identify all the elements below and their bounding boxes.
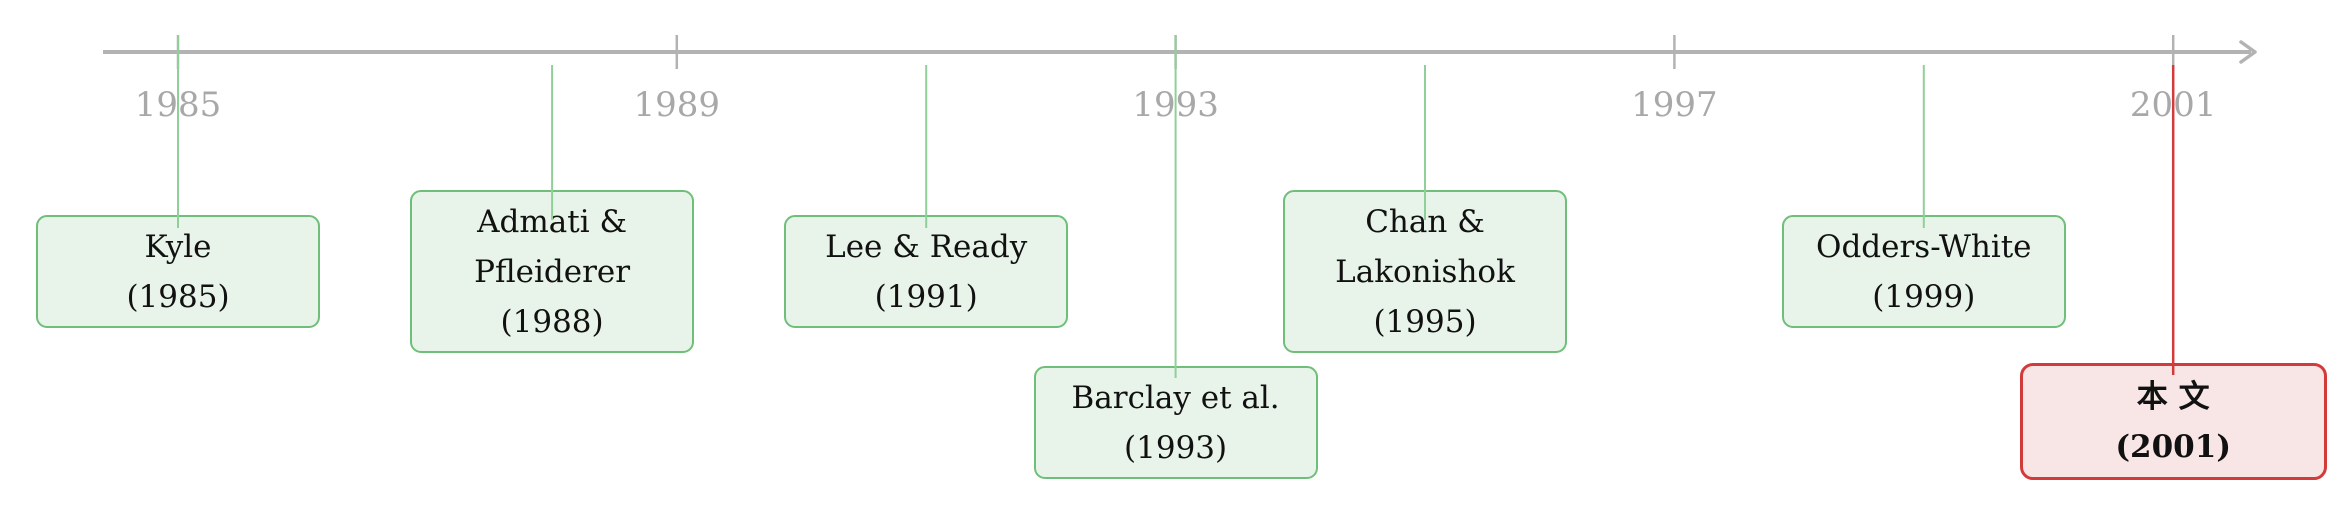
event-box-chan: Chan &Lakonishok(1995) bbox=[1283, 190, 1567, 353]
event-label-line: (1985) bbox=[126, 278, 230, 315]
event-label-line: (1991) bbox=[874, 278, 978, 315]
event-box-barclay: Barclay et al. (1993) bbox=[1033, 366, 1318, 479]
event-label-line: (1999) bbox=[1872, 278, 1976, 315]
event-label-line: Pfleiderer bbox=[474, 253, 631, 290]
timeline-arrow-head bbox=[2239, 40, 2257, 64]
event-label-line: Lee & Ready bbox=[825, 228, 1028, 265]
event-label-line: (1993) bbox=[1124, 429, 1228, 466]
event-label-line: Odders-White bbox=[1816, 228, 2032, 265]
event-box-odders: Odders-White (1999) bbox=[1781, 215, 2066, 328]
event-label-line: Lakonishok bbox=[1335, 253, 1515, 290]
event-box-lee: Lee & Ready (1991) bbox=[784, 215, 1069, 328]
tick-label: 1989 bbox=[633, 85, 721, 125]
tick-label: 1997 bbox=[1631, 85, 1718, 125]
event-label-line: Kyle bbox=[144, 228, 212, 265]
event-label-line: (2001) bbox=[2115, 428, 2231, 465]
event-box-kyle: Kyle (1985) bbox=[36, 215, 320, 328]
event-label-line: 本 文 bbox=[2136, 378, 2210, 415]
event-label-line: (1988) bbox=[500, 303, 604, 340]
event-label-line: (1995) bbox=[1373, 303, 1477, 340]
event-box-thispaper: 本 文 (2001) bbox=[2019, 363, 2327, 480]
event-label-line: Barclay et al. bbox=[1071, 379, 1280, 416]
